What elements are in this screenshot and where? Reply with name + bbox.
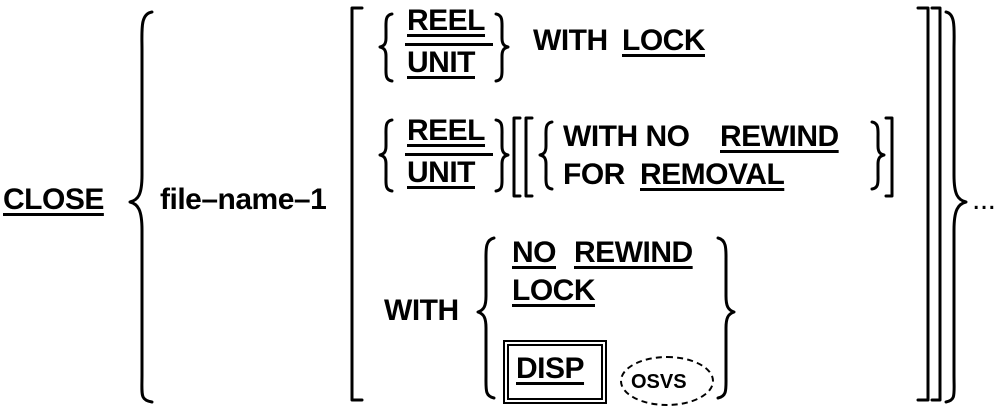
row2-left-bracket-1 xyxy=(512,116,522,198)
row2-unit: UNIT xyxy=(407,156,476,189)
row2-with-no: WITH NO xyxy=(563,120,690,153)
outer-right-brace xyxy=(944,10,968,404)
file-name-operand: file–name–1 xyxy=(160,183,327,216)
row1-left-brace xyxy=(378,12,394,83)
row3-no: NO xyxy=(512,236,557,269)
row3-disp: DISP xyxy=(516,352,585,385)
ellipsis: ... xyxy=(972,183,996,216)
row2-left-brace xyxy=(378,118,394,193)
row2-right-brace xyxy=(494,118,510,193)
row1-with: WITH xyxy=(533,24,608,57)
row1-lock: LOCK xyxy=(622,24,706,57)
row3-rewind: REWIND xyxy=(574,236,693,269)
row3-left-brace xyxy=(476,236,496,400)
row2-divider xyxy=(405,153,493,156)
outer-left-bracket xyxy=(350,6,364,402)
row1-right-brace xyxy=(494,12,510,83)
osvs-oval xyxy=(620,356,714,406)
row2-inner-left-brace xyxy=(538,120,554,191)
row2-reel: REEL xyxy=(407,114,486,147)
outer-right-bracket-2 xyxy=(930,6,942,402)
row1-divider xyxy=(405,43,493,46)
outer-right-bracket-1 xyxy=(916,6,930,402)
disp-box xyxy=(503,340,607,404)
row2-inner-right-brace xyxy=(870,120,886,191)
row2-left-bracket-2 xyxy=(524,116,534,198)
row2-right-bracket xyxy=(884,116,894,198)
row2-rewind: REWIND xyxy=(720,120,839,153)
outer-left-brace xyxy=(128,10,154,404)
row2-for: FOR xyxy=(563,158,625,191)
row3-osvs: OSVS xyxy=(631,371,687,393)
row2-removal: REMOVAL xyxy=(640,158,785,191)
row1-unit: UNIT xyxy=(407,46,476,79)
disp-box-inner xyxy=(507,344,603,400)
row3-with: WITH xyxy=(384,294,459,327)
row1-reel: REEL xyxy=(407,4,486,37)
row3-right-brace xyxy=(716,236,736,400)
close-keyword: CLOSE xyxy=(3,183,104,216)
row3-lock: LOCK xyxy=(512,274,596,307)
